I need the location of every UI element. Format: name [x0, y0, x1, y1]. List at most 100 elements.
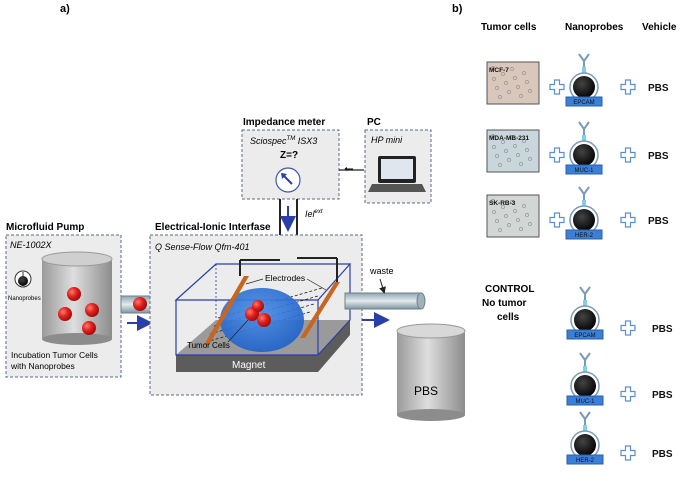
- impedance-z-label: Z=?: [280, 150, 298, 161]
- captured-cell: [257, 313, 271, 327]
- cell-speckle: [519, 162, 523, 166]
- control-vehicle-label: PBS: [652, 449, 673, 460]
- probe-label-box: [566, 395, 604, 406]
- cell-speckle: [522, 139, 526, 143]
- linker-icon: [583, 425, 587, 431]
- left-electrode: [204, 276, 249, 345]
- nanoprobe-core: [573, 144, 595, 166]
- probe-label: MUC-1: [575, 168, 595, 174]
- plus-icon: [620, 445, 636, 461]
- right-electrode: [300, 282, 340, 338]
- linker-icon: [583, 366, 587, 372]
- tumor-cells-label: Tumor Cells: [187, 341, 230, 350]
- pump-model: NE-1002X: [10, 240, 53, 250]
- pbs-container-label: PBS: [414, 384, 438, 398]
- cell-speckle: [492, 145, 496, 149]
- cell-speckle: [525, 80, 529, 84]
- cell-speckle: [528, 222, 532, 226]
- nanoprobes-label: Nanoprobes: [8, 296, 41, 302]
- waste-pointer: [379, 278, 386, 294]
- nanoprobe-core: [574, 375, 596, 397]
- tumor-cells-pointer: [227, 319, 249, 343]
- plus-icon: [620, 320, 636, 336]
- pc-model: HP mini: [371, 135, 403, 145]
- cell-speckle: [498, 228, 502, 232]
- pbs-container: [396, 323, 466, 421]
- probe-label: MUC-1: [576, 399, 596, 405]
- cell-speckle: [492, 77, 496, 81]
- cell-speckle: [516, 85, 520, 89]
- incubation-cell: [67, 287, 81, 301]
- cell-speckle: [491, 199, 495, 203]
- pump-caption-line1: Incubation Tumor Cells: [11, 350, 98, 360]
- probe-label: HER-2: [575, 233, 594, 239]
- cell-speckle: [504, 149, 508, 153]
- cell-speckle: [525, 148, 529, 152]
- cell-speckle: [519, 94, 523, 98]
- panel-b-rows: MCF-7EPCAMPBSMDA-MB-231MUC-1PBSSK-RB-3HE…: [486, 53, 673, 465]
- incubation-cell: [85, 303, 99, 317]
- cell-speckle: [507, 90, 511, 94]
- interface-model: Q Sense-Flow Qfm-401: [155, 242, 250, 252]
- probe-label-box: [565, 164, 603, 175]
- impedance-dial-icon: [275, 167, 301, 193]
- laptop-icon: [368, 156, 426, 192]
- probe-label: HER-2: [576, 458, 595, 464]
- impedance-model: SciospecTM ISX3: [250, 136, 317, 146]
- cell-speckle: [528, 89, 532, 93]
- plus-icon: [549, 212, 565, 228]
- cell-speckle: [491, 66, 495, 70]
- cell-speckle: [495, 86, 499, 90]
- plus-icon: [620, 79, 636, 95]
- panel-a-label: a): [60, 3, 70, 15]
- probe-label-box: [565, 229, 603, 240]
- cell-speckle: [498, 163, 502, 167]
- pump-caption-line2: with Nanoprobes: [10, 361, 75, 371]
- linker-icon: [582, 135, 586, 141]
- tumor-cell-label: SK-RB-3: [489, 200, 516, 207]
- panel-b: b) Tumor cells Nanoprobes Vehicle CONTRO…: [452, 3, 677, 323]
- cell-speckle: [507, 223, 511, 227]
- tumor-cell-micrograph: [486, 194, 540, 238]
- cell-speckle: [507, 158, 511, 162]
- cell-speckle: [495, 154, 499, 158]
- control-line3: cells: [497, 312, 520, 323]
- plus-icon: [549, 147, 565, 163]
- cell-speckle: [510, 67, 514, 71]
- vehicle-label: PBS: [648, 216, 669, 227]
- tumor-cell-label: MCF-7: [489, 67, 509, 74]
- cell-speckle: [522, 204, 526, 208]
- tumor-cell-label: MDA-MB-231: [489, 135, 529, 142]
- current-label: Ielext: [305, 209, 323, 219]
- plus-icon: [620, 386, 636, 402]
- header-vehicle: Vehicle: [642, 22, 677, 33]
- nanoprobe-core: [574, 309, 596, 331]
- cell-speckle: [501, 205, 505, 209]
- probe-label-box: [566, 329, 604, 340]
- flowing-cell: [133, 297, 147, 311]
- cell-speckle: [510, 200, 514, 204]
- tumor-cell-micrograph: [486, 61, 540, 105]
- cell-speckle: [501, 72, 505, 76]
- cell-speckle: [513, 76, 517, 80]
- cell-speckle: [528, 157, 532, 161]
- pump-title: Microfluid Pump: [6, 222, 84, 233]
- probe-label-box: [565, 96, 603, 107]
- linker-icon: [582, 200, 586, 206]
- cell-speckle: [510, 135, 514, 139]
- impedance-title: Impedance meter: [243, 117, 325, 128]
- captured-cell: [252, 300, 264, 312]
- usb-icon: ⭠: [344, 161, 354, 175]
- plus-icon: [620, 147, 636, 163]
- panel-b-label: b): [452, 3, 463, 15]
- waste-label: waste: [369, 266, 394, 276]
- cell-speckle: [519, 227, 523, 231]
- vehicle-label: PBS: [648, 151, 669, 162]
- magnet-label: Magnet: [232, 360, 266, 371]
- control-line2: No tumor: [482, 298, 527, 309]
- cell-speckle: [504, 81, 508, 85]
- probe-label: EPCAM: [573, 100, 594, 106]
- cell-speckle: [513, 209, 517, 213]
- control-vehicle-label: PBS: [652, 390, 673, 401]
